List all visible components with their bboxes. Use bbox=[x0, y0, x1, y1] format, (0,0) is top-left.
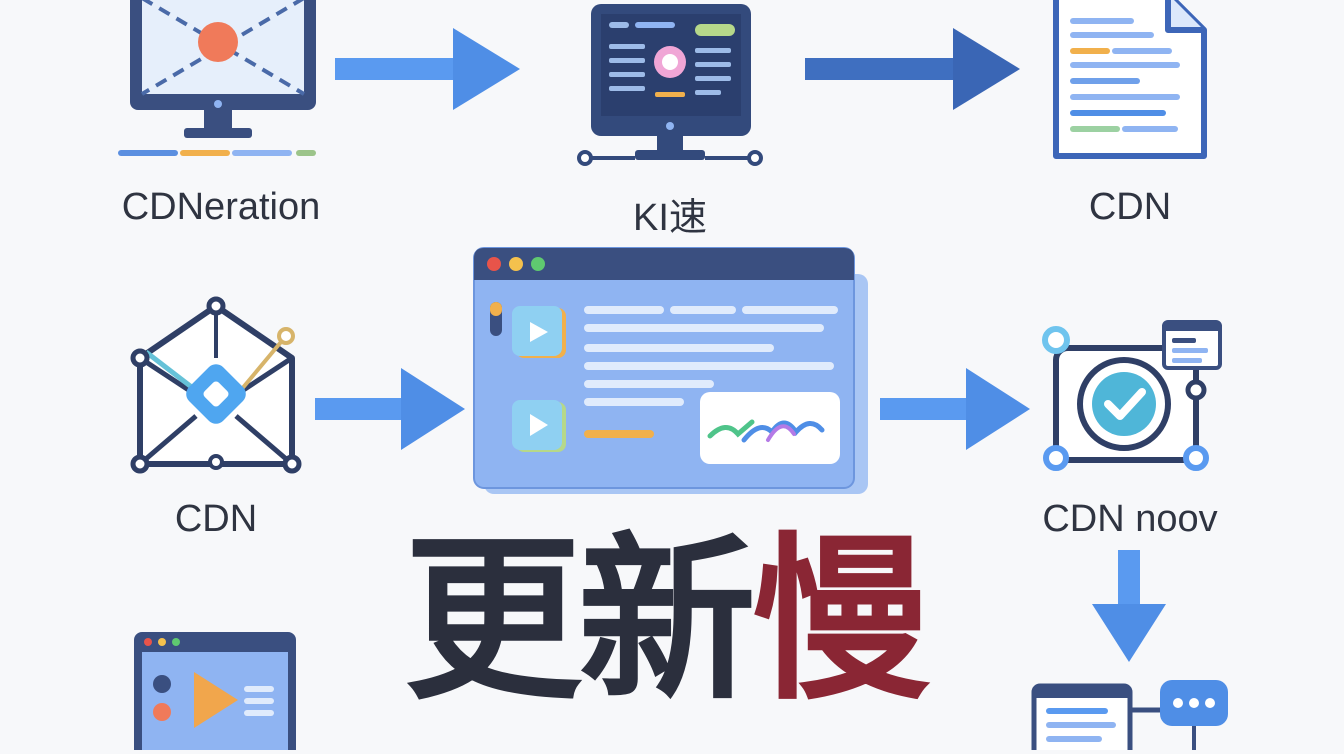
node-label-middle-right: CDN noov bbox=[1042, 498, 1218, 540]
node-label-top-left: CDNeration bbox=[121, 186, 321, 228]
headline-part-update: 更新 bbox=[404, 516, 756, 724]
node-label-middle-left: CDN bbox=[174, 498, 258, 540]
chat-document-icon bbox=[1030, 678, 1230, 754]
dashboard-monitor-icon bbox=[575, 0, 765, 175]
browser-window-icon bbox=[470, 244, 870, 496]
node-label-top-center: KI速 bbox=[633, 197, 707, 239]
arrow-right-icon bbox=[880, 368, 1030, 450]
arrow-right-icon bbox=[805, 28, 1020, 110]
node-label-top-right: CDN bbox=[1088, 186, 1172, 228]
arrow-down-icon bbox=[1092, 550, 1166, 662]
network-envelope-icon bbox=[126, 296, 306, 480]
verified-check-icon bbox=[1036, 318, 1226, 478]
arrow-right-icon bbox=[315, 368, 465, 450]
media-window-icon bbox=[130, 628, 300, 754]
envelope-monitor-icon bbox=[118, 0, 328, 170]
arrow-right-icon bbox=[335, 28, 520, 110]
document-icon bbox=[1050, 0, 1210, 165]
headline-part-slow: 慢 bbox=[752, 516, 930, 724]
headline-text: 更新慢 bbox=[395, 500, 935, 724]
